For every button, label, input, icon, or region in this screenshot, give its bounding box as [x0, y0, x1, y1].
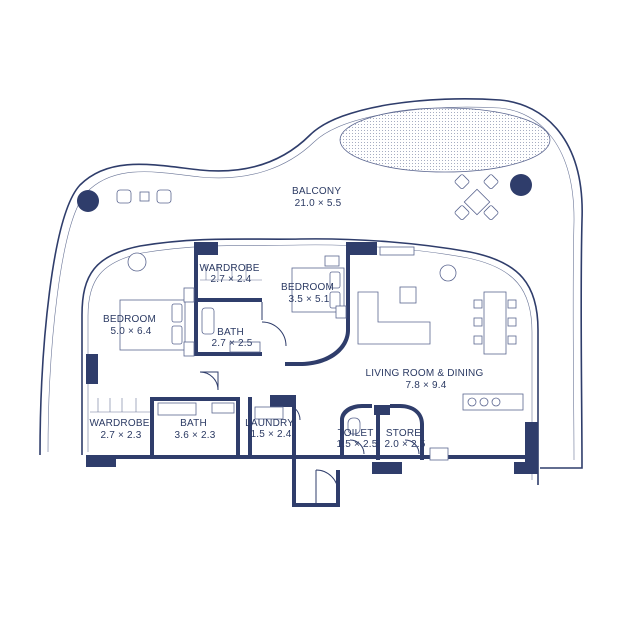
planter-area — [339, 107, 551, 173]
label-bath-upper: BATH 2.7 × 2.5 — [212, 327, 253, 349]
doors — [199, 302, 420, 503]
label-wardrobe-bottom: WARDROBE 2.7 × 2.3 — [89, 418, 152, 441]
balcony-chairs-left — [116, 189, 172, 204]
label-laundry: LAUNDRY 1.5 × 2.4 — [245, 418, 297, 440]
label-bedroom-left: BEDROOM 5.0 × 6.4 — [103, 314, 159, 337]
label-store: STORE 2.0 × 2.5 — [385, 428, 426, 450]
label-balcony: BALCONY 21.0 × 5.5 — [292, 186, 344, 209]
label-bath-lower: BATH 3.6 × 2.3 — [175, 418, 216, 441]
balcony-table-set — [454, 174, 499, 221]
balcony-boundary — [39, 98, 583, 469]
room-labels: BALCONY 21.0 × 5.5 WARDROBE 2.7 × 2.4 BE… — [89, 186, 487, 450]
furniture — [90, 246, 524, 461]
label-living-dining: LIVING ROOM & DINING 7.8 × 9.4 — [366, 368, 487, 391]
apartment-facade — [81, 238, 539, 485]
column-left — [77, 190, 99, 212]
label-bedroom-center: BEDROOM 3.5 × 5.1 — [281, 282, 337, 305]
label-toilet: TOILET 1.5 × 2.5 — [337, 428, 378, 450]
label-wardrobe-top: WARDROBE 2.7 × 2.4 — [199, 263, 262, 285]
column-right — [510, 174, 532, 196]
